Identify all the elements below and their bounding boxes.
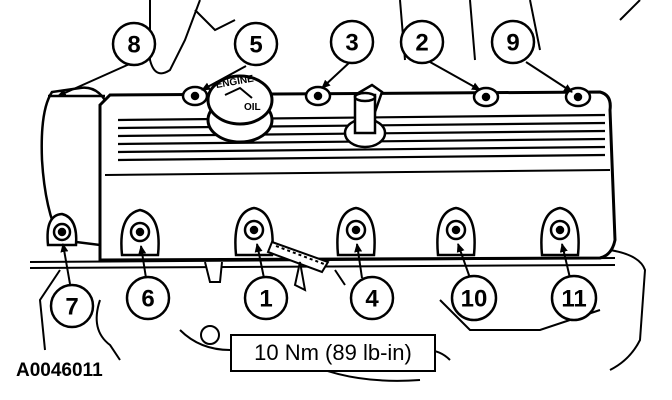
- callout-6-label: 6: [141, 286, 154, 313]
- bolt-11: [549, 219, 571, 241]
- torque-spec-text: 10 Nm (89 lb-in): [254, 340, 412, 365]
- callout-5: 5: [233, 21, 279, 67]
- callout-9: 9: [490, 19, 536, 65]
- callout-1: 1: [243, 275, 289, 321]
- bolt-7: [52, 222, 72, 242]
- valve-cover-lower-edge: [104, 169, 611, 176]
- bolt-6: [129, 221, 151, 243]
- callout-2-label: 2: [415, 30, 428, 57]
- callout-6: 6: [125, 275, 171, 321]
- bolt-2: [472, 86, 500, 108]
- callout-8-label: 8: [127, 32, 140, 59]
- callout-10: 10: [450, 274, 498, 322]
- oil-filler-cap: ENGINE OIL: [206, 74, 274, 144]
- pcv-vent-tube: [343, 83, 387, 149]
- leader-lines: [57, 61, 573, 285]
- callout-11: 11: [550, 274, 598, 322]
- bolt-5: [181, 85, 209, 107]
- callout-7-label: 7: [65, 294, 78, 321]
- torque-spec-box: 10 Nm (89 lb-in): [230, 334, 436, 372]
- callout-1-label: 1: [259, 286, 272, 313]
- callout-3: 3: [329, 19, 375, 65]
- callout-10-label: 10: [461, 286, 488, 313]
- callout-3-label: 3: [345, 30, 358, 57]
- callout-9-label: 9: [506, 30, 519, 57]
- bolt-4: [345, 219, 367, 241]
- figure-id: A0046011: [16, 360, 103, 381]
- callout-8: 8: [111, 21, 157, 67]
- callout-2: 2: [399, 19, 445, 65]
- callout-7: 7: [49, 283, 95, 329]
- oil-cap-oil-text: OIL: [244, 102, 261, 113]
- bolt-10: [445, 219, 467, 241]
- bolt-1: [243, 219, 265, 241]
- callout-11-label: 11: [561, 286, 586, 313]
- sensor-connector: [204, 240, 346, 292]
- bolt-3: [304, 85, 332, 107]
- callout-4-label: 4: [365, 286, 379, 313]
- callout-4: 4: [349, 275, 395, 321]
- callout-5-label: 5: [249, 32, 262, 59]
- bolts: [52, 85, 592, 243]
